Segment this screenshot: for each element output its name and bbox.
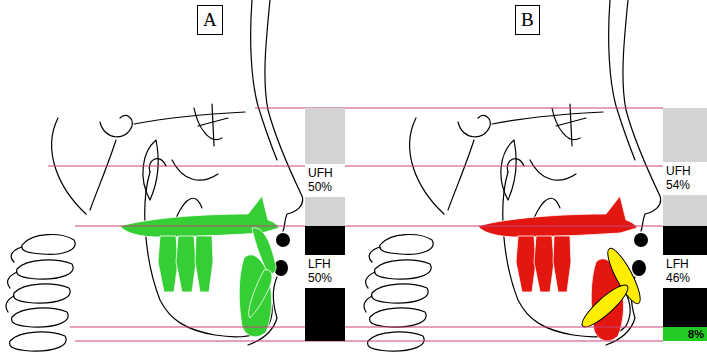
molar-tooth — [158, 236, 178, 292]
lower-face-height-bar: LFH 50% — [305, 226, 345, 341]
upper-face-height-bar: UFH 54% — [663, 108, 707, 226]
lower-incisor — [577, 280, 632, 332]
molar-tooth — [534, 236, 554, 292]
figure-letter: B — [521, 9, 534, 31]
lower-face-height-bar: LFH 46% — [663, 226, 707, 327]
reference-line — [75, 226, 663, 227]
upper-face-height-bar: UFH 50% — [305, 108, 345, 226]
measure-label: LFH 46% — [663, 255, 707, 288]
skull-b — [364, 0, 661, 351]
figure-letter-box: B — [515, 5, 540, 35]
figure-letter-box: A — [197, 5, 223, 35]
mandible-symphysis — [239, 255, 271, 337]
reference-line — [48, 166, 663, 167]
figure-letter: A — [203, 9, 217, 31]
maxilla — [478, 196, 637, 237]
percent-label: 8% — [688, 328, 704, 341]
difference-band: 8% — [663, 327, 707, 341]
premolar-tooth — [553, 236, 571, 292]
reference-lines — [48, 108, 663, 341]
skull-a-highlight — [120, 196, 279, 337]
measure-label: UFH 50% — [305, 164, 345, 197]
molar-tooth — [516, 236, 536, 292]
skull-a — [6, 0, 303, 351]
reference-line — [75, 341, 663, 342]
reference-line — [70, 327, 663, 328]
molar-tooth — [176, 236, 196, 292]
skull-b-incisors — [577, 245, 645, 332]
measure-label: LFH 50% — [305, 255, 345, 288]
lower-incisor — [249, 270, 272, 318]
measure-label: UFH 54% — [663, 162, 707, 195]
premolar-tooth — [195, 236, 213, 292]
